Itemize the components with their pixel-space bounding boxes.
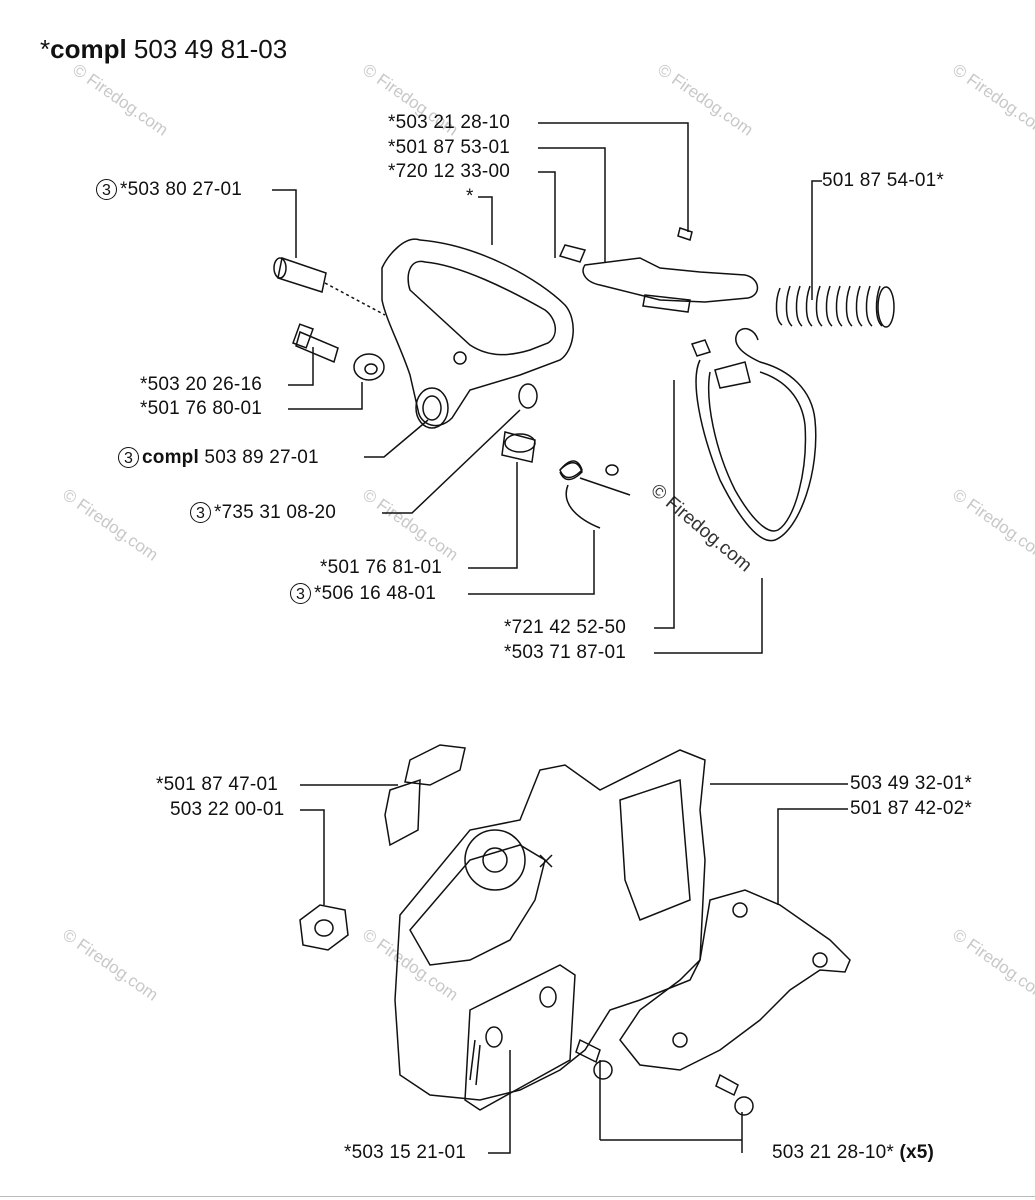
part-label: *721 42 52-50 — [504, 617, 626, 638]
brake-band — [695, 328, 817, 542]
part-label: *720 12 33-00 — [388, 161, 510, 182]
quantity-x5: (x5) — [899, 1142, 935, 1163]
brake-lever-shape — [582, 257, 759, 303]
leader-line — [300, 809, 325, 905]
handguard-bushing — [415, 387, 449, 429]
part-label: 503 21 28-10* (x5) — [772, 1142, 935, 1163]
part-label: * — [466, 186, 474, 207]
quantity-circle: 3 — [290, 583, 311, 605]
bar-plate — [464, 964, 576, 1111]
title-bold: compl — [50, 34, 127, 64]
pin-part — [558, 244, 587, 263]
part-label: *503 71 87-01 — [504, 642, 626, 663]
bushing-part — [501, 431, 536, 463]
handguard-shape — [381, 238, 574, 427]
leader-line — [468, 530, 595, 595]
title-prefix: * — [40, 34, 51, 64]
part-label: 503 49 32-01* — [850, 773, 972, 794]
small-screw — [677, 227, 693, 241]
sleeve-part — [277, 257, 327, 293]
part-label: 501 87 54-01* — [822, 170, 944, 191]
handguard-inner — [407, 260, 556, 356]
leader-line — [654, 380, 675, 629]
clip-part-lower — [404, 744, 466, 786]
part-label: *503 20 26-16 — [140, 374, 262, 395]
chain-cover-shape — [394, 749, 706, 1101]
leader-line — [538, 171, 556, 258]
screw-lower — [715, 1073, 739, 1097]
nut-part — [353, 353, 385, 381]
coil-spring — [775, 285, 883, 327]
leader-line — [364, 419, 429, 458]
leader-line — [488, 1050, 511, 1154]
part-label: *501 87 47-01 — [156, 774, 278, 795]
leader-line — [811, 180, 822, 300]
spring-part — [559, 460, 631, 529]
screw-lower — [575, 1038, 601, 1064]
leader-line — [654, 578, 763, 654]
clip-part — [518, 383, 538, 409]
x-mark — [539, 854, 553, 868]
assembly-title: *compl 503 49 81-03 — [40, 34, 287, 64]
part-label: 501 87 42-02* — [850, 798, 972, 819]
part-label: *501 87 53-01 — [388, 137, 510, 158]
leader-line — [538, 122, 689, 232]
side-plate — [619, 889, 851, 1071]
leader-line — [272, 189, 297, 258]
leader-line — [468, 462, 518, 569]
leader-line — [382, 409, 521, 514]
title-number: 503 49 81-03 — [126, 34, 288, 64]
quantity-circle: 3 — [118, 447, 139, 469]
nut-lower — [299, 904, 349, 951]
part-label: *503 21 28-10 — [388, 112, 510, 133]
part-label: 3*503 80 27-01 — [96, 179, 242, 201]
quantity-circle: 3 — [190, 502, 211, 524]
page-border — [0, 1196, 1035, 1197]
leader-line — [288, 347, 314, 386]
part-label: *501 76 80-01 — [140, 398, 262, 419]
part-label: *501 76 81-01 — [320, 557, 442, 578]
part-label: 503 22 00-01 — [170, 799, 285, 820]
screw-part — [295, 330, 339, 364]
part-label: 3*506 16 48-01 — [290, 583, 436, 605]
part-label: *503 15 21-01 — [344, 1142, 466, 1163]
leader-line — [478, 196, 493, 245]
leader-line — [777, 808, 848, 905]
band-pin — [690, 339, 712, 357]
quantity-circle: 3 — [96, 179, 117, 201]
part-label: 3*735 31 08-20 — [190, 502, 336, 524]
leader-line — [288, 382, 363, 410]
leader-line — [538, 147, 606, 262]
